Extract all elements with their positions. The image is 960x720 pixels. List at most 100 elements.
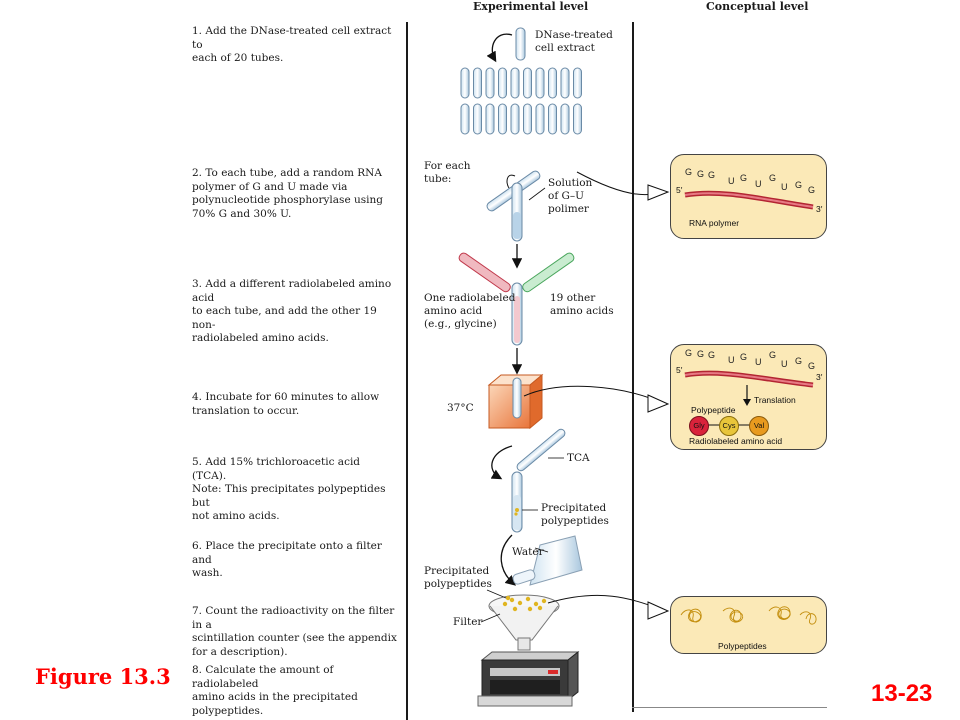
precipitate-tube	[511, 471, 523, 533]
card1-base: U	[755, 179, 762, 189]
footer-rule	[632, 707, 827, 708]
test-tube	[498, 67, 507, 99]
mixing-tube	[511, 282, 523, 346]
precipitate-particle	[512, 606, 518, 612]
card2-polypeptide-label: Polypeptide	[691, 405, 736, 415]
filter-funnel	[488, 594, 560, 651]
page-number: 13-23	[871, 680, 933, 707]
card1-base: U	[781, 182, 788, 193]
gly-residue: Gly	[689, 416, 709, 436]
add-tca-arrow	[490, 445, 513, 480]
test-tube	[560, 67, 570, 99]
card3-caption: Polypeptides	[718, 641, 767, 651]
water-leader	[534, 547, 549, 553]
conceptual-arrowhead-1	[647, 184, 670, 201]
label-water: Water	[512, 546, 544, 558]
card1-base: G	[769, 172, 777, 183]
test-tube	[535, 103, 545, 135]
card2-base: G	[795, 356, 803, 366]
card2-base: G	[685, 348, 693, 358]
test-tube	[523, 103, 532, 135]
card1-base: G	[795, 179, 803, 190]
test-tube	[498, 103, 507, 135]
other-amino-tube	[522, 252, 575, 293]
card2-translation-label: Translation	[754, 395, 796, 405]
polymer-tube	[511, 182, 523, 242]
test-tube	[473, 103, 482, 135]
step-3: 3. Add a different radiolabeled amino ac…	[192, 278, 392, 344]
card1-five-prime: 5′	[676, 185, 683, 195]
label-for-each-tube: For each tube:	[424, 160, 471, 185]
test-tube	[485, 103, 495, 135]
concept-card-polypeptides: Polypeptides	[670, 596, 827, 654]
precip-filter-leader	[486, 589, 507, 599]
cys-residue: Cys	[719, 416, 739, 436]
card2-base: G	[769, 350, 777, 360]
pour-precipitate-arrow	[500, 534, 516, 586]
card2-caption: Radiolabeled amino acid	[689, 436, 783, 446]
gly-label: Gly	[693, 421, 705, 430]
card1-base: G	[740, 173, 748, 184]
precipitate-on-filter	[502, 595, 547, 612]
precipitate-particle	[527, 606, 533, 612]
filter-leader	[480, 613, 501, 623]
conceptual-link-2	[523, 385, 661, 403]
conceptual-arrowhead-3	[647, 601, 670, 620]
test-tube	[573, 103, 582, 135]
header-conceptual-level: Conceptual level	[706, 0, 809, 13]
card2-base: U	[728, 355, 735, 365]
test-tube	[460, 67, 470, 99]
card2-base: G	[808, 361, 816, 371]
conceptual-link-3	[547, 594, 661, 610]
precipitate-particle	[505, 595, 511, 601]
precipitate-particle	[502, 601, 508, 607]
step-8: 8. Calculate the amount of radiolabeled …	[192, 664, 358, 717]
val-label: Val	[753, 421, 765, 430]
label-filter: Filter	[453, 616, 483, 628]
precipitate-particle	[537, 605, 543, 611]
cys-label: Cys	[722, 421, 736, 430]
step-7: 7. Count the radioactivity on the filter…	[192, 605, 397, 658]
card2-five-prime: 5′	[676, 365, 683, 375]
header-experimental-level: Experimental level	[473, 0, 589, 13]
label-temperature: 37°C	[447, 402, 474, 414]
label-precipitated-filter: Precipitated polypeptides	[424, 565, 492, 590]
card2-base: G	[708, 350, 716, 360]
incubation-block	[487, 373, 544, 430]
card1-base: G	[697, 168, 705, 179]
card2-base: G	[697, 349, 705, 359]
card1-base: G	[685, 167, 693, 177]
card1-caption: RNA polymer	[689, 218, 740, 228]
card2-base: U	[781, 359, 788, 369]
precipitate-particle	[541, 598, 547, 604]
card2-base: U	[755, 357, 762, 367]
card1-three-prime: 3′	[816, 204, 823, 214]
step-6: 6. Place the precipitate onto a filter a…	[192, 540, 382, 579]
card2-three-prime: 3′	[816, 372, 823, 382]
divider-right	[632, 22, 634, 712]
scintillation-counter	[477, 650, 580, 707]
label-solution: Solution of G–U polimer	[548, 177, 593, 215]
step-5: 5. Add 15% trichloroacetic acid (TCA). N…	[192, 456, 386, 522]
radiolabeled-tube	[458, 252, 511, 293]
precipitate-particle	[525, 596, 531, 602]
dnase-pipette	[515, 27, 526, 61]
test-tube	[548, 103, 557, 135]
water-flask	[512, 535, 583, 586]
label-other-19: 19 other amino acids	[550, 292, 614, 317]
conceptual-arrowhead-2	[647, 394, 670, 413]
test-tube	[573, 67, 582, 99]
precipitate-particle	[517, 600, 523, 606]
step-1: 1. Add the DNase-treated cell extract to…	[192, 25, 392, 64]
precipitate-particle	[509, 597, 515, 603]
test-tube	[523, 67, 532, 99]
label-tca: TCA	[567, 452, 590, 464]
test-tube	[485, 67, 495, 99]
step-4: 4. Incubate for 60 minutes to allow tran…	[192, 391, 380, 417]
label-one-radiolabeled: One radiolabeled amino acid (e.g., glyci…	[424, 292, 516, 330]
val-residue: Val	[749, 416, 769, 436]
figure-label: Figure 13.3	[35, 664, 171, 689]
